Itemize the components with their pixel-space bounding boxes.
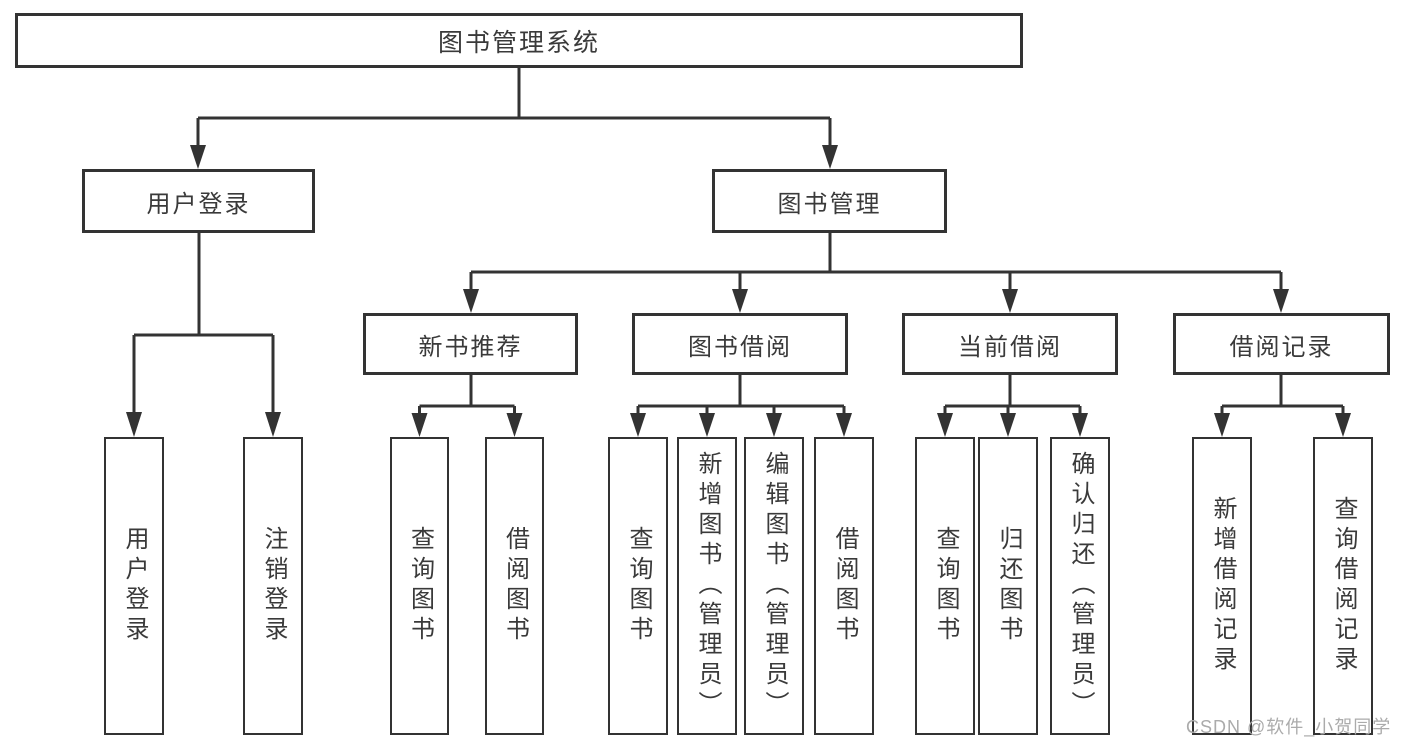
node-user-login-label: 用户登录 (146, 190, 251, 218)
leaf-query-books-borrow-label: 查询图书 (625, 526, 652, 646)
node-book-management-label: 图书管理 (777, 190, 882, 218)
leaf-confirm-return-admin: 确认归还（管理员） (1050, 437, 1110, 735)
node-current-borrow-label: 当前借阅 (958, 333, 1062, 361)
leaf-edit-books-admin-label: 编辑图书（管理员） (761, 451, 788, 721)
leaf-query-borrow-record: 查询借阅记录 (1313, 437, 1373, 735)
leaf-logout: 注销登录 (243, 437, 303, 735)
leaf-return-books: 归还图书 (978, 437, 1038, 735)
leaf-query-borrow-record-label: 查询借阅记录 (1330, 496, 1357, 676)
node-borrow-records-label: 借阅记录 (1229, 333, 1334, 361)
leaf-query-books-borrow: 查询图书 (608, 437, 668, 735)
node-borrow-records: 借阅记录 (1173, 313, 1390, 375)
node-book-management: 图书管理 (712, 169, 947, 233)
leaf-query-books-current-label: 查询图书 (932, 526, 959, 646)
leaf-borrow-books: 借阅图书 (814, 437, 874, 735)
node-root-label: 图书管理系统 (437, 28, 600, 57)
leaf-borrow-books-recommend: 借阅图书 (485, 437, 544, 735)
leaf-user-login-label: 用户登录 (121, 526, 148, 646)
leaf-confirm-return-admin-label: 确认归还（管理员） (1067, 451, 1094, 721)
node-new-book-recommend: 新书推荐 (363, 313, 578, 375)
leaf-add-borrow-record-label: 新增借阅记录 (1209, 496, 1236, 676)
node-user-login: 用户登录 (82, 169, 315, 233)
leaf-add-borrow-record: 新增借阅记录 (1192, 437, 1252, 735)
leaf-query-books-recommend-label: 查询图书 (406, 526, 434, 646)
node-new-book-recommend-label: 新书推荐 (418, 333, 523, 361)
node-book-borrow: 图书借阅 (632, 313, 848, 375)
leaf-borrow-books-recommend-label: 借阅图书 (501, 526, 529, 646)
leaf-query-books-current: 查询图书 (915, 437, 975, 735)
leaf-edit-books-admin: 编辑图书（管理员） (744, 437, 804, 735)
leaf-user-login: 用户登录 (104, 437, 164, 735)
node-current-borrow: 当前借阅 (902, 313, 1118, 375)
leaf-query-books-recommend: 查询图书 (390, 437, 449, 735)
arrowheads (126, 145, 1351, 437)
csdn-watermark: CSDN @软件_小贺同学 (1186, 717, 1392, 737)
leaf-add-books-admin-label: 新增图书（管理员） (694, 451, 721, 721)
leaf-logout-label: 注销登录 (260, 526, 287, 646)
node-root: 图书管理系统 (15, 13, 1023, 68)
leaf-return-books-label: 归还图书 (995, 526, 1022, 646)
leaf-borrow-books-label: 借阅图书 (831, 526, 858, 646)
leaf-add-books-admin: 新增图书（管理员） (677, 437, 737, 735)
node-book-borrow-label: 图书借阅 (688, 333, 792, 361)
